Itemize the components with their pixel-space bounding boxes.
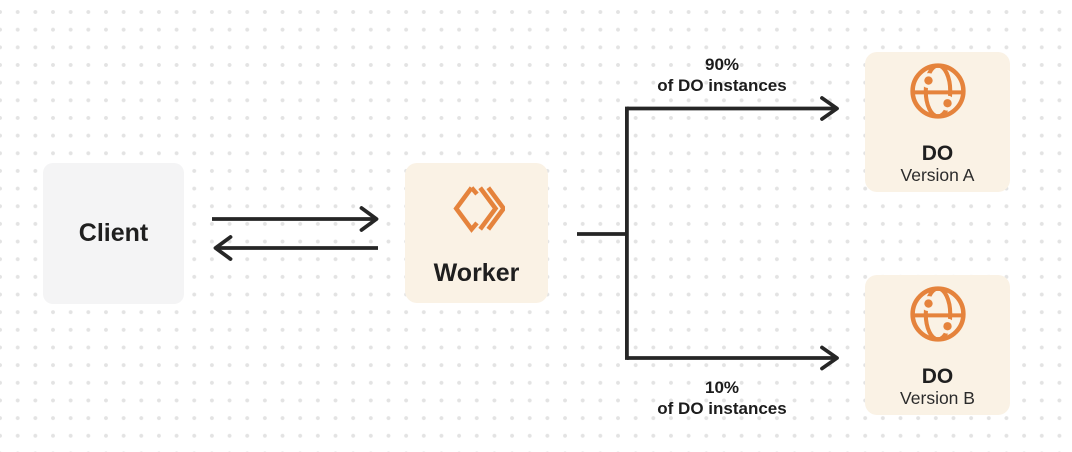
do-b-title: DO: [921, 365, 954, 388]
client-label: Client: [78, 218, 149, 247]
globe-dots-icon: [909, 286, 966, 342]
do-a-subtitle: Version A: [900, 165, 975, 185]
do-b-subtitle: Version B: [900, 388, 975, 408]
client-node: Client: [43, 163, 184, 304]
arrow-worker-to-client: [213, 235, 378, 261]
worker-split-connector: [577, 106, 629, 360]
traffic-label-version-a: 90% of DO instances: [612, 54, 832, 96]
traffic-percent-a: 90%: [704, 55, 740, 74]
traffic-caption-a: of DO instances: [657, 76, 787, 95]
traffic-percent-b: 10%: [704, 378, 740, 397]
worker-label: Worker: [433, 259, 520, 287]
do-version-a-node: DO Version A: [865, 52, 1010, 192]
do-version-b-node: DO Version B: [865, 275, 1010, 415]
arrow-client-to-worker: [212, 206, 379, 232]
worker-node: Worker: [405, 163, 548, 303]
globe-dots-icon: [909, 63, 966, 119]
traffic-label-version-b: 10% of DO instances: [612, 377, 832, 419]
arrow-to-version-a: [627, 96, 839, 121]
arrow-to-version-b: [627, 345, 839, 371]
do-a-title: DO: [921, 142, 954, 165]
workers-chevrons-icon: [452, 186, 505, 233]
traffic-caption-b: of DO instances: [657, 399, 787, 418]
